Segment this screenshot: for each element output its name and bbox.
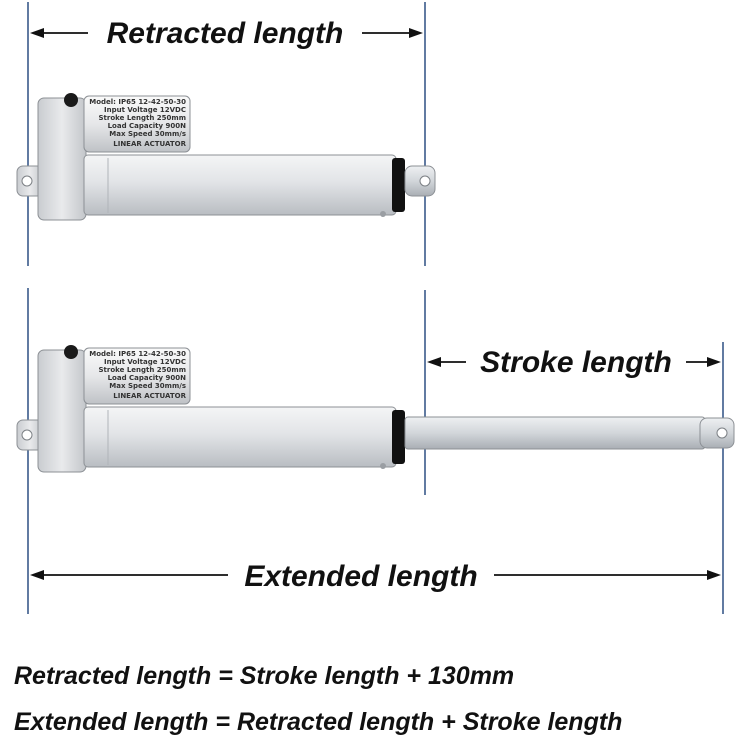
svg-text:Stroke Length 250mm: Stroke Length 250mm bbox=[99, 366, 186, 374]
svg-text:Model: IP65 12-42-50-30: Model: IP65 12-42-50-30 bbox=[89, 98, 186, 106]
svg-text:Max Speed 30mm/s: Max Speed 30mm/s bbox=[109, 382, 186, 390]
motor-label: Model: IP65 12-42-50-30 Input Voltage 12… bbox=[89, 98, 186, 148]
svg-text:LINEAR ACTUATOR: LINEAR ACTUATOR bbox=[113, 140, 186, 148]
extended-length-label: Extended length bbox=[244, 560, 477, 593]
retracted-length-formula: Retracted length = Stroke length + 130mm bbox=[14, 662, 515, 690]
retracted-length-label: Retracted length bbox=[107, 17, 344, 50]
svg-text:Stroke Length 250mm: Stroke Length 250mm bbox=[99, 114, 186, 122]
actuator-extended: Model: IP65 12-42-50-30 Input Voltage 12… bbox=[16, 345, 735, 473]
retracted-arrowhead-right bbox=[409, 28, 423, 38]
stroke-arrowhead-right bbox=[707, 357, 721, 367]
rear-clevis-hole bbox=[21, 175, 33, 187]
svg-text:Input Voltage 12VDC: Input Voltage 12VDC bbox=[104, 106, 186, 114]
outer-tube bbox=[83, 406, 397, 468]
extended-arrowhead-right bbox=[707, 570, 721, 580]
svg-text:Model: IP65 12-42-50-30: Model: IP65 12-42-50-30 bbox=[89, 350, 186, 358]
motor-cap bbox=[64, 345, 78, 359]
rod-seal bbox=[392, 410, 405, 464]
motor-cap bbox=[64, 93, 78, 107]
motor bbox=[83, 95, 191, 153]
extended-arrowhead-left bbox=[30, 570, 44, 580]
tube-screw bbox=[380, 463, 386, 469]
retracted-arrowhead-left bbox=[30, 28, 44, 38]
motor-label: Model: IP65 12-42-50-30 Input Voltage 12… bbox=[89, 350, 186, 400]
actuator-retracted: Model: IP65 12-42-50-30 Input Voltage 12… bbox=[16, 93, 436, 221]
inner-rod bbox=[404, 416, 706, 450]
rod-end-hole bbox=[419, 175, 431, 187]
gearbox bbox=[37, 349, 87, 473]
rod-end-hole bbox=[716, 427, 728, 439]
dimension-arrows bbox=[30, 28, 721, 580]
svg-text:LINEAR ACTUATOR: LINEAR ACTUATOR bbox=[113, 392, 186, 400]
rod-seal bbox=[392, 158, 405, 212]
extended-length-formula: Extended length = Retracted length + Str… bbox=[14, 708, 623, 736]
svg-text:Load Capacity 900N: Load Capacity 900N bbox=[108, 374, 187, 382]
outer-tube bbox=[83, 154, 397, 216]
svg-text:Max Speed 30mm/s: Max Speed 30mm/s bbox=[109, 130, 186, 138]
tube-screw bbox=[380, 211, 386, 217]
svg-text:Input Voltage 12VDC: Input Voltage 12VDC bbox=[104, 358, 186, 366]
stroke-length-label: Stroke length bbox=[480, 346, 672, 379]
gearbox bbox=[37, 97, 87, 221]
stroke-arrowhead-left bbox=[427, 357, 441, 367]
svg-text:Load Capacity 900N: Load Capacity 900N bbox=[108, 122, 187, 130]
guide-lines bbox=[27, 2, 724, 614]
rear-clevis-hole bbox=[21, 429, 33, 441]
motor bbox=[83, 347, 191, 405]
